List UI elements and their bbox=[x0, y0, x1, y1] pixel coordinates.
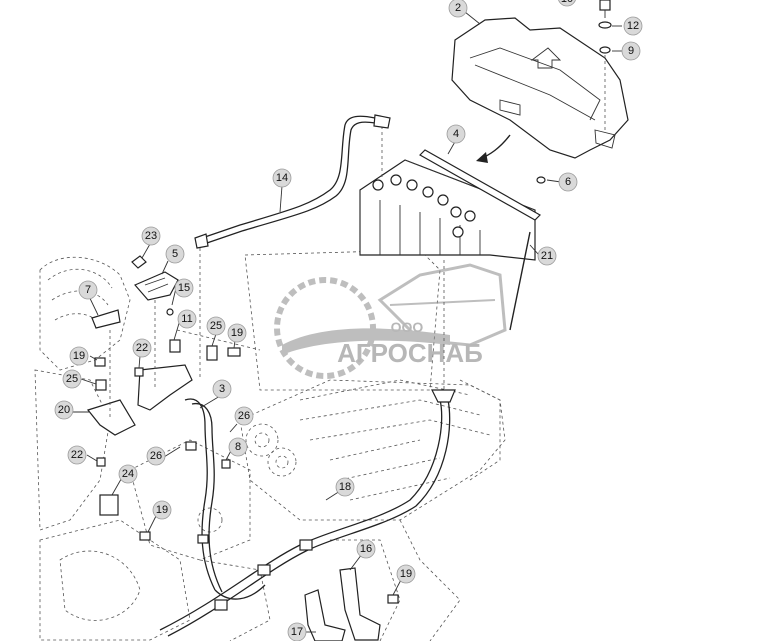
bracket-parts bbox=[86, 255, 399, 604]
svg-text:10: 10 bbox=[561, 0, 573, 5]
mounting-brackets bbox=[304, 567, 381, 641]
svg-text:3: 3 bbox=[219, 383, 225, 395]
callout-6: 6 bbox=[558, 172, 578, 192]
svg-text:22: 22 bbox=[71, 449, 83, 461]
battery-cover bbox=[451, 17, 629, 163]
callout-16: 16 bbox=[356, 539, 376, 559]
battery bbox=[359, 120, 541, 261]
svg-text:22: 22 bbox=[136, 342, 148, 354]
svg-text:24: 24 bbox=[122, 468, 134, 480]
svg-text:25: 25 bbox=[66, 373, 78, 385]
callout-17: 17 bbox=[287, 622, 307, 641]
svg-text:15: 15 bbox=[178, 282, 190, 294]
watermark-name: АГРОСНАБ bbox=[337, 338, 483, 368]
battery-cable-14 bbox=[194, 114, 391, 380]
svg-text:19: 19 bbox=[156, 504, 168, 516]
cover-fasteners bbox=[598, 0, 612, 130]
svg-text:2: 2 bbox=[455, 2, 461, 14]
svg-text:4: 4 bbox=[453, 128, 459, 140]
callout-12: 12 bbox=[623, 16, 643, 36]
engine-block-outline bbox=[34, 249, 506, 641]
callout-7: 7 bbox=[78, 280, 98, 300]
callout-15: 15 bbox=[174, 278, 194, 298]
svg-text:7: 7 bbox=[85, 284, 91, 296]
callout-10: 10 bbox=[558, 0, 576, 7]
svg-text:16: 16 bbox=[360, 543, 372, 555]
callout-18: 18 bbox=[335, 477, 355, 497]
callout-5: 5 bbox=[165, 244, 185, 264]
svg-text:12: 12 bbox=[627, 20, 639, 32]
svg-text:9: 9 bbox=[628, 45, 634, 57]
svg-text:14: 14 bbox=[276, 172, 288, 184]
callout-8: 8 bbox=[228, 437, 248, 457]
callout-9: 9 bbox=[621, 41, 641, 61]
agrosnab-watermark: ООО АГРОСНАБ bbox=[274, 263, 507, 379]
callout-26a: 26 bbox=[234, 406, 254, 426]
callout-19d: 19 bbox=[396, 564, 416, 584]
callout-labels: 2 12 9 4 6 14 21 23 5 7 15 11 25 19 19 2… bbox=[54, 0, 643, 641]
cable-3 bbox=[184, 398, 271, 600]
callout-22b: 22 bbox=[67, 445, 87, 465]
callout-23: 23 bbox=[141, 226, 161, 246]
svg-text:8: 8 bbox=[235, 441, 241, 453]
callout-11: 11 bbox=[177, 309, 197, 329]
svg-text:20: 20 bbox=[58, 404, 70, 416]
hold-down-rod bbox=[509, 176, 546, 331]
callout-25a: 25 bbox=[206, 316, 226, 336]
svg-text:5: 5 bbox=[172, 248, 178, 260]
callout-19a: 19 bbox=[227, 323, 247, 343]
svg-text:17: 17 bbox=[291, 626, 303, 638]
svg-text:19: 19 bbox=[73, 350, 85, 362]
callout-19c: 19 bbox=[152, 500, 172, 520]
svg-text:26: 26 bbox=[238, 410, 250, 422]
callout-22a: 22 bbox=[132, 338, 152, 358]
battery-cable-18 bbox=[159, 260, 456, 637]
svg-text:25: 25 bbox=[210, 320, 222, 332]
svg-text:11: 11 bbox=[181, 313, 192, 325]
callout-26b: 26 bbox=[146, 446, 166, 466]
svg-text:18: 18 bbox=[339, 481, 351, 493]
svg-text:26: 26 bbox=[150, 450, 162, 462]
watermark-prefix: ООО bbox=[391, 319, 424, 335]
svg-text:19: 19 bbox=[400, 568, 412, 580]
callout-24: 24 bbox=[118, 464, 138, 484]
callout-20: 20 bbox=[54, 400, 74, 420]
callout-4: 4 bbox=[446, 124, 466, 144]
svg-text:21: 21 bbox=[541, 250, 553, 262]
svg-text:19: 19 bbox=[231, 327, 243, 339]
callout-3: 3 bbox=[212, 379, 232, 399]
callout-21: 21 bbox=[537, 246, 557, 266]
svg-text:23: 23 bbox=[145, 230, 157, 242]
svg-text:6: 6 bbox=[565, 176, 571, 188]
callout-19b: 19 bbox=[69, 346, 89, 366]
callout-25b: 25 bbox=[62, 369, 82, 389]
callout-2: 2 bbox=[448, 0, 468, 18]
callout-14: 14 bbox=[272, 168, 292, 188]
